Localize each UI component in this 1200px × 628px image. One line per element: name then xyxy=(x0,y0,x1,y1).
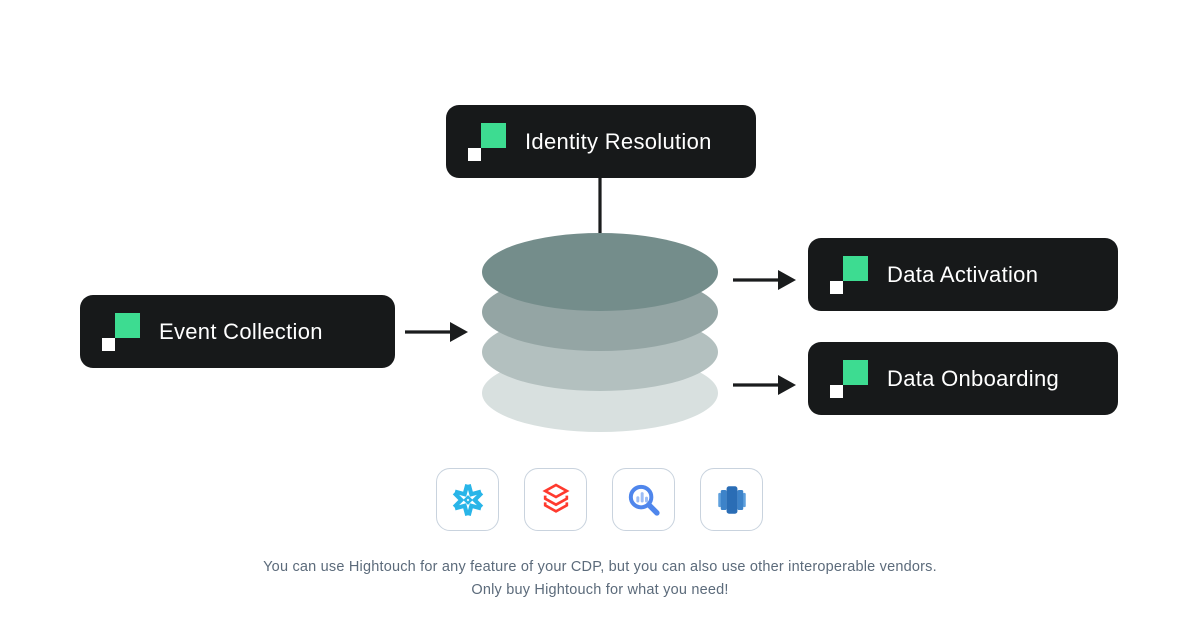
node-label-identity-resolution: Identity Resolution xyxy=(525,128,712,154)
vendor-tile-databricks xyxy=(524,468,587,531)
caption: You can use Hightouch for any feature of… xyxy=(0,556,1200,602)
redshift-icon xyxy=(717,485,746,514)
hightouch-logo-icon xyxy=(102,312,140,351)
vendor-tile-bigquery xyxy=(612,468,675,531)
caption-line-2: Only buy Hightouch for what you need! xyxy=(471,582,729,598)
arrow-warehouse-to-activation xyxy=(733,270,796,290)
bigquery-icon xyxy=(628,484,660,516)
cylinder-layer-top xyxy=(482,233,718,311)
hightouch-logo-green-square xyxy=(481,122,506,148)
hightouch-logo-green-square xyxy=(843,359,868,385)
node-data-activation: Data Activation xyxy=(808,238,1118,311)
hightouch-logo-white-square xyxy=(830,384,843,398)
hightouch-logo-icon xyxy=(830,359,868,398)
hightouch-logo-white-square xyxy=(468,147,481,161)
vendor-tile-snowflake xyxy=(436,468,499,531)
caption-line-1: You can use Hightouch for any feature of… xyxy=(263,559,937,575)
hightouch-logo-white-square xyxy=(102,337,115,351)
node-identity-resolution: Identity Resolution xyxy=(446,105,756,178)
arrow-event-to-warehouse xyxy=(405,322,468,342)
hightouch-logo-green-square xyxy=(115,312,140,338)
node-label-data-onboarding: Data Onboarding xyxy=(887,365,1060,391)
vendor-tiles-row xyxy=(436,468,763,531)
arrow-head-icon xyxy=(450,322,468,342)
databricks-icon xyxy=(541,482,570,513)
node-label-event-collection: Event Collection xyxy=(159,318,323,344)
vendor-tile-redshift xyxy=(700,468,763,531)
arrow-head-icon xyxy=(778,270,796,290)
node-label-data-activation: Data Activation xyxy=(887,261,1039,287)
hightouch-logo-green-square xyxy=(843,255,868,281)
node-data-onboarding: Data Onboarding xyxy=(808,342,1118,415)
arrow-warehouse-to-onboarding xyxy=(733,375,796,395)
warehouse-cylinder xyxy=(482,233,718,432)
hightouch-logo-icon xyxy=(468,122,506,161)
arrow-head-icon xyxy=(778,375,796,395)
hightouch-logo-white-square xyxy=(830,280,843,294)
snowflake-icon xyxy=(452,483,483,516)
node-event-collection: Event Collection xyxy=(80,295,395,368)
hightouch-logo-icon xyxy=(830,255,868,294)
